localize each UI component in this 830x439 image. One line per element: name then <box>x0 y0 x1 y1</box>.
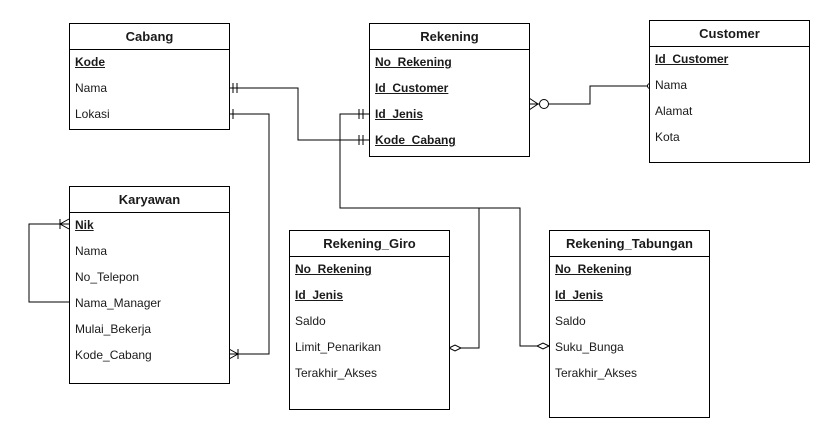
entity-rekening[interactable]: Rekening No_Rekening Id_Customer Id_Jeni… <box>369 23 530 157</box>
attr-id-jenis: Id_Jenis <box>375 107 424 121</box>
attr-saldo: Saldo <box>295 314 326 328</box>
entity-rekening-giro[interactable]: Rekening_Giro No_Rekening Id_Jenis Saldo… <box>289 230 450 410</box>
link-karyawan-self <box>28 223 69 303</box>
attr-nama: Nama <box>655 78 688 92</box>
link-rekening-customer <box>529 85 650 105</box>
attr-terakhir-akses: Terakhir_Akses <box>555 366 638 380</box>
attr-terakhir-akses: Terakhir_Akses <box>295 366 378 380</box>
entity-title: Rekening <box>370 24 529 50</box>
link-rekening-subtypes <box>339 113 549 347</box>
entity-cabang[interactable]: Cabang Kode Nama Lokasi <box>69 23 230 130</box>
attr-lokasi: Lokasi <box>75 107 110 121</box>
link-rekening-customer-crow <box>528 97 539 111</box>
link-cabang-karyawan <box>229 113 270 355</box>
entity-karyawan[interactable]: Karyawan Nik Nama No_Telepon Nama_Manage… <box>69 186 230 384</box>
attr-saldo: Saldo <box>555 314 586 328</box>
attr-kode-cabang: Kode_Cabang <box>75 348 152 362</box>
attr-id-jenis: Id_Jenis <box>555 288 604 302</box>
attr-no-rekening: No_Rekening <box>375 55 452 69</box>
entity-title: Rekening_Giro <box>290 231 449 257</box>
entity-title: Cabang <box>70 24 229 50</box>
attr-no-rekening: No_Rekening <box>295 262 372 276</box>
attr-kota: Kota <box>655 130 680 144</box>
attr-id-customer: Id_Customer <box>375 81 449 95</box>
entity-title: Karyawan <box>70 187 229 213</box>
attr-alamat: Alamat <box>655 104 693 118</box>
attr-id-customer: Id_Customer <box>655 52 729 66</box>
attr-suku-bunga: Suku_Bunga <box>555 340 624 354</box>
attr-nama-manager: Nama_Manager <box>75 296 162 310</box>
attr-no-telepon: No_Telepon <box>75 270 140 284</box>
entity-title: Rekening_Tabungan <box>550 231 709 257</box>
link-rekening-giro <box>449 208 480 349</box>
attr-kode-cabang: Kode_Cabang <box>375 133 456 147</box>
attr-id-jenis: Id_Jenis <box>295 288 344 302</box>
attr-kode: Kode <box>75 55 105 69</box>
attr-nama: Nama <box>75 81 108 95</box>
entity-rekening-tabungan[interactable]: Rekening_Tabungan No_Rekening Id_Jenis S… <box>549 230 710 418</box>
link-rekening-giro-diamond <box>447 344 463 352</box>
attr-mulai-bekerja: Mulai_Bekerja <box>75 322 152 336</box>
entity-customer[interactable]: Customer Id_Customer Nama Alamat Kota <box>649 20 810 163</box>
link-cabang-rekening <box>229 87 369 141</box>
attr-nik: Nik <box>75 218 94 232</box>
entity-title: Customer <box>650 21 809 47</box>
link-rekening-tabungan-diamond <box>535 342 551 350</box>
attr-limit-penarikan: Limit_Penarikan <box>295 340 382 354</box>
attr-nama: Nama <box>75 244 108 258</box>
link-rekening-customer-circle <box>539 99 549 109</box>
attr-no-rekening: No_Rekening <box>555 262 632 276</box>
